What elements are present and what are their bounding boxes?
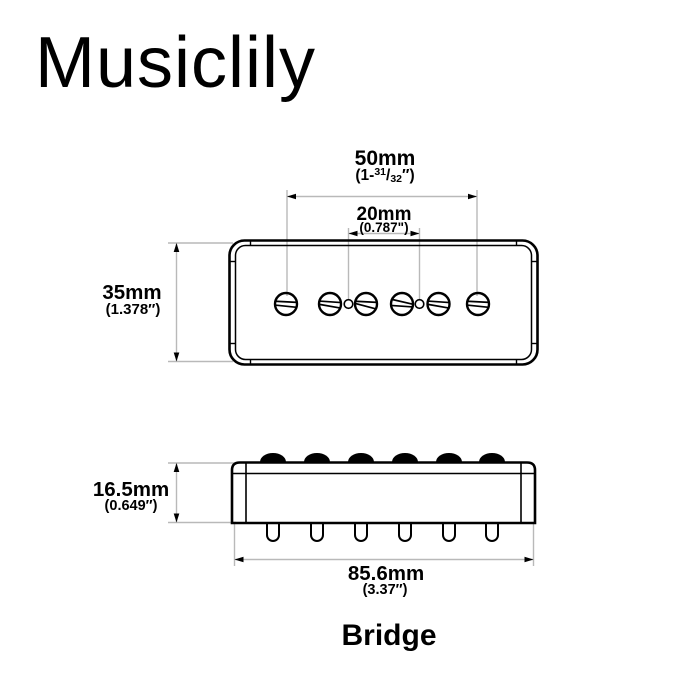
pole-screw-2	[317, 291, 343, 317]
side-body-outline	[230, 461, 537, 525]
cover-length-imperial-label: (3.37″)	[362, 582, 408, 598]
cover-width-imperial-label: (1.378″)	[105, 301, 161, 318]
pickup-top-view	[228, 239, 539, 366]
pole-screw-shafts	[266, 523, 499, 542]
imp-numerator: 31	[374, 166, 387, 178]
cover-outline	[228, 239, 539, 366]
arrow-35-top	[173, 243, 180, 252]
pole-spacing-imperial-label: (1-31/32″)	[355, 166, 415, 185]
imp-denominator: 32	[390, 173, 403, 185]
arrow-16-top	[173, 463, 180, 472]
brand-logo: Musiclily	[35, 23, 317, 103]
pole-screw-heads	[260, 453, 505, 462]
pole-spacing-metric-label: 50mm	[354, 147, 416, 170]
pole-screw-6	[465, 291, 491, 317]
mount-hole-left	[343, 298, 354, 310]
imp-close: ″)	[402, 167, 415, 184]
mount-hole-spacing-metric-label: 20mm	[356, 204, 412, 225]
dim-35mm-lines	[168, 242, 233, 363]
arrow-50-left	[287, 193, 296, 200]
position-caption: Bridge	[341, 619, 437, 652]
arrow-85-left	[234, 556, 244, 563]
pole-screw-5	[426, 291, 451, 317]
cover-height-imperial-label: (0.649″)	[104, 498, 158, 514]
cover-lip	[234, 244, 533, 361]
dim-16-5mm-lines	[168, 462, 236, 524]
cover-length-metric-label: 85.6mm	[347, 562, 425, 585]
cover-corner-ticks	[229, 240, 538, 365]
dimension-lines	[168, 190, 535, 566]
arrow-20-right	[410, 230, 420, 237]
cover-width-metric-label: 35mm	[102, 281, 162, 304]
arrow-16-bottom	[173, 513, 180, 523]
imp-open: (1-	[355, 167, 375, 184]
pole-screw-4	[389, 291, 415, 317]
mount-hole-right	[414, 298, 425, 310]
pole-screw-3	[353, 291, 379, 317]
pickup-side-view	[230, 453, 537, 542]
imp-slash: /	[386, 167, 391, 184]
dim-20mm-lines	[347, 228, 421, 299]
arrow-20-left	[348, 230, 358, 237]
cover-height-metric-label: 16.5mm	[92, 478, 170, 501]
dim-85-6mm-lines	[233, 524, 535, 566]
pole-screw-1	[273, 291, 299, 317]
arrow-85-right	[524, 556, 534, 563]
arrow-35-bottom	[173, 352, 180, 362]
arrow-50-right	[468, 193, 477, 200]
mount-hole-spacing-imperial-label: (0.787")	[359, 220, 409, 235]
dim-50mm-lines	[286, 190, 478, 296]
dimension-arrowheads	[173, 193, 534, 563]
